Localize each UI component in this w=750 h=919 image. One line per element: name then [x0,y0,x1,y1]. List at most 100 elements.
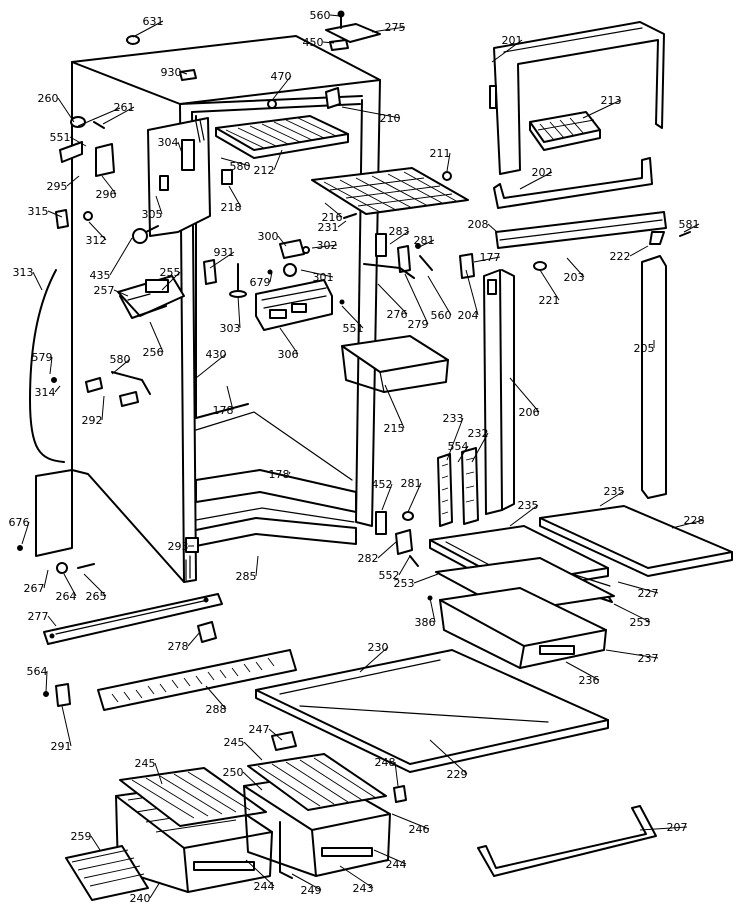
part-number-label: 295 [47,180,68,193]
leader-line [66,175,80,187]
strip-206 [459,253,515,515]
top-hinge [325,10,381,51]
part-number-label: 264 [56,590,77,603]
part-number-label: 203 [564,271,585,284]
part-number-label: 244 [386,858,407,871]
glass-shelf-230 [255,649,609,773]
leader-line [446,417,464,461]
leader-line [671,519,705,529]
part-number-label: 177 [480,251,501,264]
leader-line [288,471,291,475]
part-number-label: 245 [224,736,245,749]
part-number-label: 305 [142,208,163,221]
part-number-label: 676 [9,516,30,529]
light-assembly [117,275,185,319]
leader-line [111,358,131,375]
leader-line [322,41,335,44]
part-number-label: 275 [385,21,406,34]
gasket-205 [641,255,667,499]
part-number-label: 205 [634,342,655,355]
control-housing-306 [255,279,333,331]
part-number-label: 278 [168,640,189,653]
leader-line [277,235,287,247]
part-number-label: 300 [258,230,279,243]
part-number-label: 253 [394,577,415,590]
cord-and-clamp [29,209,93,463]
leader-line [341,106,401,119]
leader-line [155,195,163,215]
leader-line [605,649,659,659]
leader-line [47,210,63,218]
drawer-236 [439,587,607,669]
part-number-label: 315 [28,205,49,218]
leader-line [69,136,87,147]
part-number-label: 267 [24,582,45,595]
cap-930 [179,69,197,81]
part-number-label: 679 [250,276,271,289]
part-number-label: 255 [160,266,181,279]
leader-line [154,762,163,785]
leader-line [279,327,299,355]
leader-line [377,283,408,315]
leader-line [21,521,30,545]
shelf-235-right [539,505,733,577]
leader-line [113,289,129,297]
part-number-label: 201 [502,34,523,47]
leader-line [269,271,273,283]
leader-line [101,175,117,195]
part-number-label: 931 [214,246,235,259]
part-number-label: 212 [254,164,275,177]
leader-line [473,256,501,263]
leader-line [32,271,43,291]
rail-277 [43,593,223,645]
freezer-shelf-212 [215,115,349,159]
part-number-label: 257 [94,284,115,297]
leader-line [49,356,53,375]
leader-line [509,377,540,413]
part-number-label: 240 [130,892,151,905]
part-number-label: 247 [249,723,270,736]
leader-line [629,245,649,257]
leader-line [404,273,429,325]
door-rail-208-203 [495,211,691,271]
leader-line [683,223,700,233]
leader-line [101,395,105,421]
part-number-label: 312 [86,234,107,247]
part-number-label: 291 [51,740,72,753]
part-number-label: 235 [518,499,539,512]
part-number-label: 277 [28,610,49,623]
leader-line [429,597,436,623]
part-number-label: 554 [448,440,469,453]
part-278 [197,621,217,643]
part-number-label: 564 [27,665,48,678]
leader-line [617,581,659,594]
leader-line [180,71,188,75]
part-number-label: 215 [384,422,405,435]
leader-line [341,305,364,329]
part-number-label: 231 [318,221,339,234]
part-number-label: 551 [343,322,364,335]
part-number-label: 551 [50,131,71,144]
leader-line [465,269,479,316]
leader-line [311,244,338,249]
part-number-label: 579 [32,351,53,364]
part-number-label: 211 [430,147,451,160]
leader-line [391,813,430,830]
part-number-label: 282 [358,552,379,565]
part-number-label: 222 [610,250,631,263]
leader-line [109,237,133,276]
part-number-label: 435 [90,269,111,282]
leader-line [509,504,539,527]
part-number-label: 243 [353,882,374,895]
part-number-label: 314 [35,386,56,399]
leader-line [90,835,101,851]
leader-line [255,555,259,577]
part-number-label: 207 [667,821,688,834]
part-number-label: 260 [38,92,59,105]
leader-line [43,569,49,589]
leader-line [324,202,343,218]
leader-line [359,646,389,673]
part-number-label: 281 [401,477,422,490]
leader-line [45,670,48,693]
